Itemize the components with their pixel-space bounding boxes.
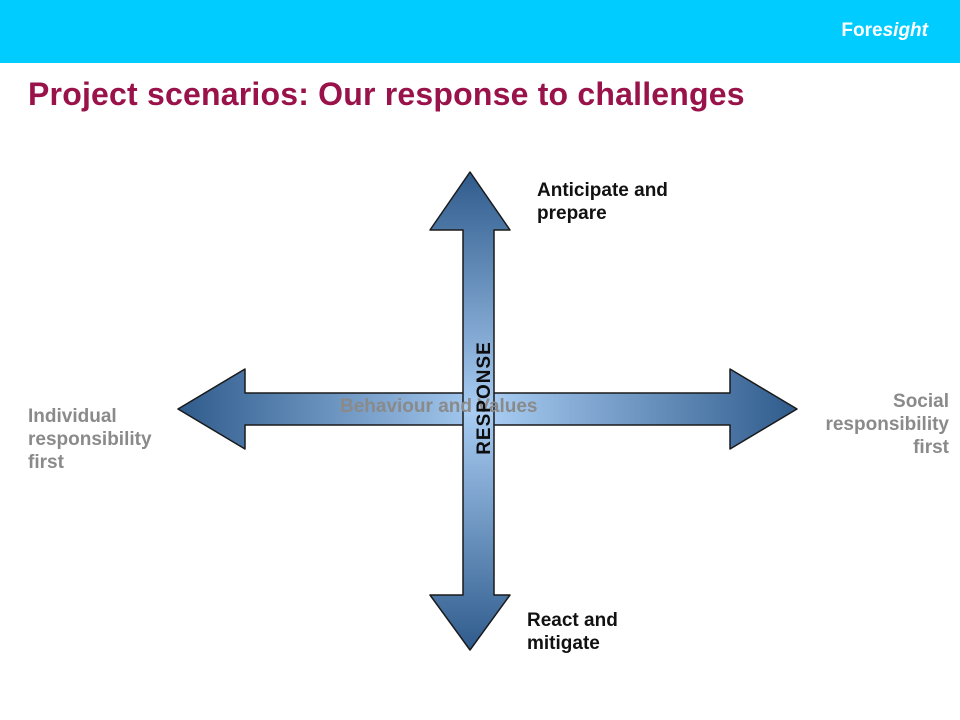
right-label-line: Social (893, 391, 949, 412)
behaviour-values-axis-label: Behaviour and Values (340, 396, 538, 417)
bottom-label-line: mitigate (527, 632, 600, 654)
left-label-line: responsibility (28, 428, 152, 450)
brand-suffix: sight (882, 20, 928, 41)
vertical-double-arrow (429, 171, 511, 651)
right-label-line: first (913, 436, 949, 458)
top-label-anticipate: Anticipate and prepare (537, 180, 668, 226)
top-label-line: Anticipate and (537, 180, 668, 201)
header-bar: Foresight (0, 0, 960, 63)
top-label-line: prepare (537, 202, 607, 224)
right-label-line: responsibility (825, 413, 949, 435)
bottom-label-line: React and (527, 610, 618, 631)
page-title: Project scenarios: Our response to chall… (28, 76, 745, 112)
response-axis-label: RESPONSE (474, 341, 495, 455)
brand-prefix: Fore (841, 20, 883, 41)
left-label-line: first (28, 451, 64, 473)
right-label-social: Social responsibility first (825, 391, 949, 459)
bottom-label-react: React and mitigate (527, 610, 618, 656)
left-label-line: Individual (28, 406, 117, 427)
brand-logo: Foresight (841, 20, 928, 42)
left-label-individual: Individual responsibility first (28, 406, 152, 474)
